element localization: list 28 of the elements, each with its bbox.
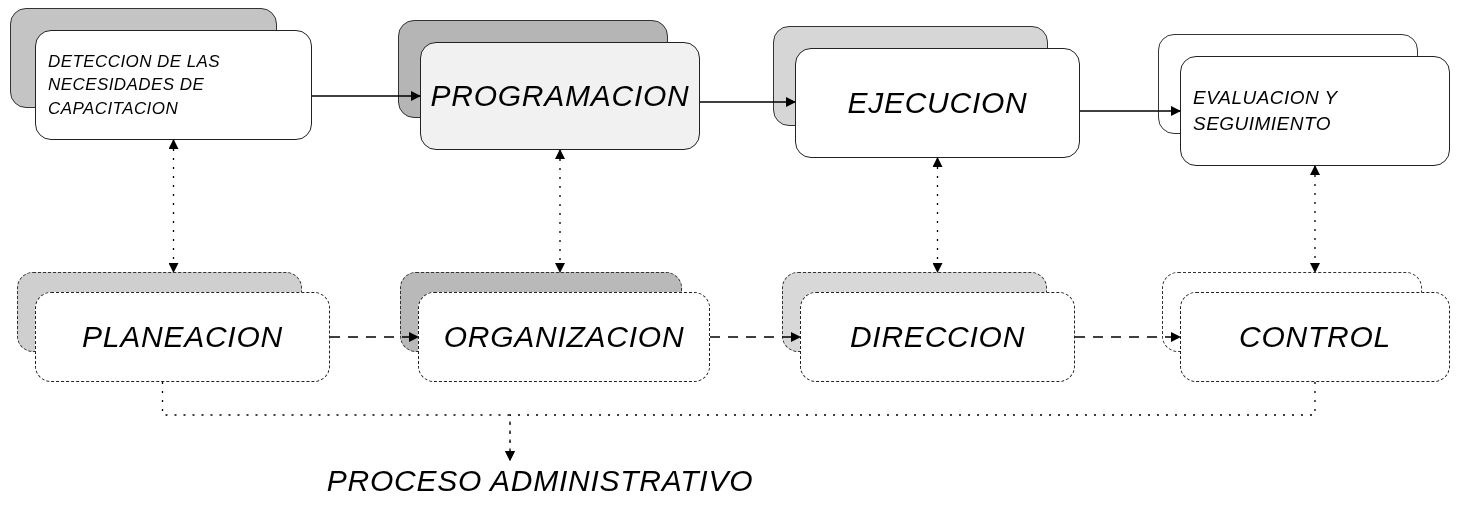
dashed-stacked-card <box>400 272 710 382</box>
arrow <box>699 97 796 107</box>
dashed-arrow <box>1074 332 1181 342</box>
dashed-arrow <box>709 332 801 342</box>
caption-text: PROCESO ADMINISTRATIVO <box>326 462 754 499</box>
node-label: PROGRAMACION <box>430 78 690 115</box>
dashed-stacked-card <box>1162 272 1450 382</box>
node-label: EVALUACION Y SEGUIMIENTO <box>1193 85 1339 136</box>
dashed-arrow <box>168 139 179 273</box>
stacked-process-card <box>398 20 700 150</box>
node-label: EJECUCION <box>847 85 1028 122</box>
node-label: DETECCION DE LAS NECESIDADES DE CAPACITACION <box>48 50 222 120</box>
arrow <box>1079 106 1181 116</box>
stacked-process-card <box>1158 34 1450 166</box>
stacked-process-card <box>773 26 1080 158</box>
dashed-stacked-card <box>782 272 1075 382</box>
node-label: DIRECCION <box>849 319 1026 356</box>
dashed-arrow <box>329 332 419 342</box>
dashed-arrow <box>505 381 1316 461</box>
dashed-arrow <box>932 157 943 273</box>
dashed-arrow <box>555 149 565 273</box>
node-label: PLANEACION <box>82 319 283 356</box>
stacked-process-card <box>10 8 312 140</box>
dashed-arrow <box>1310 165 1320 273</box>
node-label: CONTROL <box>1239 319 1391 356</box>
dashed-stacked-card <box>17 272 330 382</box>
node-label: ORGANIZACION <box>443 319 685 356</box>
arrow <box>311 91 421 101</box>
